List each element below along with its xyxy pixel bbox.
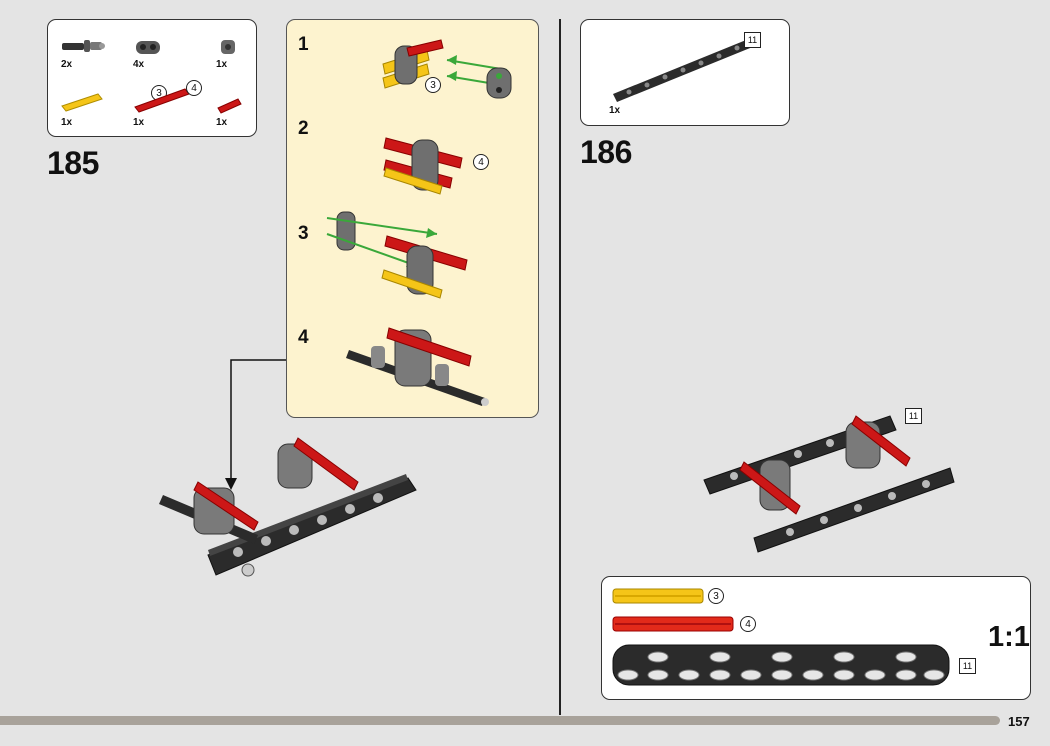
substep-1: 1 — [298, 34, 309, 55]
substep-3: 3 — [298, 223, 309, 244]
qty-red-axle: 1x — [133, 117, 145, 128]
qty-pin-connector: 2x — [61, 59, 73, 70]
step-number-186: 186 — [580, 134, 632, 170]
bush-icon — [221, 40, 235, 54]
yellow-axle-icon — [61, 93, 103, 112]
scale-red-axle — [612, 616, 734, 632]
scale-beam — [612, 644, 950, 686]
qty-bush: 1x — [216, 59, 228, 70]
substep-1-length-callout: 3 — [425, 77, 441, 93]
qty-beam: 1x — [609, 105, 621, 116]
qty-yellow-axle: 1x — [61, 117, 73, 128]
length-callout-red-axle: 4 — [186, 80, 202, 96]
parts-list-186: 11 1x — [580, 19, 790, 126]
substep-2: 2 — [298, 118, 309, 139]
substep-2-length-callout: 4 — [473, 154, 489, 170]
scale-red-axle-length: 4 — [740, 616, 756, 632]
substep-1-illustration — [382, 39, 512, 99]
substep-4-illustration — [346, 327, 489, 406]
scale-box: 3 4 11 1:1 — [601, 576, 1031, 700]
model-185 — [159, 437, 417, 577]
step-number-185: 185 — [47, 145, 99, 181]
beam-icon — [613, 38, 755, 102]
red-axle-icon — [134, 88, 190, 113]
length-callout-beam: 11 — [744, 32, 761, 48]
progress-bar — [0, 716, 1000, 725]
model-186-length-callout: 11 — [905, 408, 922, 424]
qty-small-red-axle: 1x — [216, 117, 228, 128]
page-divider — [559, 19, 561, 715]
perpendicular-connector-icon — [136, 41, 160, 54]
subassembly-panel: 1 2 3 4 3 4 — [286, 19, 539, 418]
scale-label: 1:1 — [988, 621, 1030, 653]
scale-yellow-axle-length: 3 — [708, 588, 724, 604]
scale-beam-length: 11 — [959, 658, 976, 674]
substep-4: 4 — [298, 327, 309, 348]
qty-perpendicular-connector: 4x — [133, 59, 145, 70]
substep-2-illustration — [383, 137, 463, 195]
scale-yellow-axle — [612, 588, 704, 604]
parts-list-185: 2x 4x 1x 3 1x 4 1x 1x — [47, 19, 257, 137]
model-186 — [703, 415, 955, 553]
callout-arrow — [225, 359, 286, 490]
substep-3-illustration — [326, 211, 468, 299]
page-number: 157 — [1008, 714, 1030, 729]
small-red-axle-icon — [217, 98, 242, 114]
pin-connector-icon — [62, 40, 105, 52]
